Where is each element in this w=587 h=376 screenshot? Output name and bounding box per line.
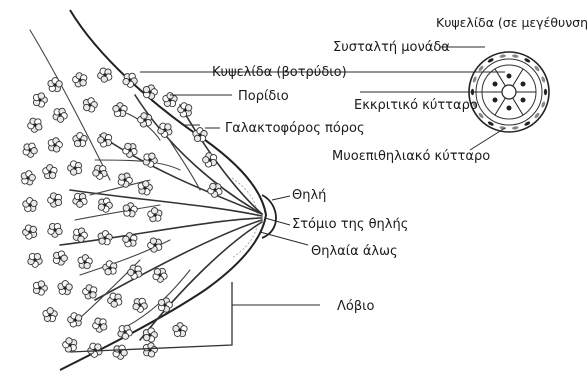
alveolus-cluster bbox=[143, 153, 157, 167]
alveolus-cluster bbox=[23, 198, 37, 212]
alveolus-cluster bbox=[48, 138, 62, 152]
alveolus-cluster bbox=[58, 281, 72, 295]
alveolus-cluster bbox=[133, 298, 147, 312]
alveolus-cluster bbox=[123, 143, 137, 157]
alveolus-cluster bbox=[123, 203, 137, 217]
label-nipple: Θηλή bbox=[292, 188, 326, 203]
alveolus-cluster bbox=[63, 338, 77, 352]
alveolus-cluster bbox=[173, 323, 187, 337]
alveolus-cluster bbox=[203, 153, 217, 167]
alveolus-cluster bbox=[118, 325, 132, 339]
alveolus-cluster bbox=[48, 223, 62, 237]
alveolus-cluster bbox=[208, 183, 222, 197]
label-alveolus-magnified: Κυψελίδα (σε μεγέθυνση) bbox=[436, 15, 587, 30]
alveolus-cluster bbox=[103, 261, 117, 275]
alveolus-cluster bbox=[93, 318, 107, 332]
label-lobe: Λόβιο bbox=[337, 299, 375, 314]
alveolus-cluster bbox=[48, 78, 62, 92]
alveolus-cluster bbox=[153, 268, 167, 282]
alveoli-clusters bbox=[21, 68, 222, 359]
alveolus-cluster bbox=[33, 281, 47, 295]
alveolus-cluster bbox=[98, 198, 112, 212]
label-secretory-cell: Εκκριτικό κύτταρο bbox=[354, 98, 478, 113]
alveolus-cluster bbox=[138, 113, 152, 127]
label-ductule: Πορίδιο bbox=[238, 89, 289, 104]
label-contractile-unit: Συσταλτή μονάδα bbox=[333, 40, 450, 55]
label-myoepithelial-cell: Μυοεπιθηλιακό κύτταρο bbox=[332, 149, 490, 164]
alveolus-cluster bbox=[33, 93, 47, 107]
alveolus-cluster bbox=[98, 231, 112, 245]
label-areola: Θηλαία άλως bbox=[311, 244, 398, 259]
alveolus-cluster bbox=[143, 343, 157, 357]
alveolus-cluster bbox=[78, 255, 92, 269]
alveolus-cluster bbox=[113, 103, 127, 117]
alveolus-cluster bbox=[68, 161, 82, 175]
alveolus-cluster bbox=[28, 118, 42, 132]
alveolus-cluster bbox=[108, 293, 122, 307]
label-alveolus-grape: Κυψελίδα (βοτρύδιο) bbox=[212, 65, 347, 80]
alveolus-cluster bbox=[53, 251, 67, 265]
alveolus-cluster bbox=[138, 181, 152, 195]
alveolus-cluster bbox=[83, 98, 97, 112]
alveolus-cluster bbox=[158, 123, 172, 137]
alveolus-cluster bbox=[98, 68, 112, 82]
alveolus-cluster bbox=[21, 171, 35, 185]
alveolus-cluster bbox=[48, 193, 62, 207]
alveolus-cluster bbox=[143, 328, 157, 342]
alveolus-cluster bbox=[73, 133, 87, 147]
alveolus-cluster bbox=[123, 233, 137, 247]
label-nipple-opening: Στόμιο της θηλής bbox=[292, 217, 408, 232]
alveolus-cluster bbox=[43, 308, 57, 322]
alveolus-cluster bbox=[73, 193, 87, 207]
alveolus-cluster bbox=[128, 265, 142, 279]
alveolus-cluster bbox=[113, 345, 127, 359]
label-lactiferous-duct: Γαλακτοφόρος πόρος bbox=[225, 121, 365, 136]
alveolus-cluster bbox=[158, 298, 172, 312]
alveolus-cluster bbox=[148, 238, 162, 252]
alveolus-cluster bbox=[53, 108, 67, 122]
alveolus-cluster bbox=[93, 165, 107, 179]
alveolus-cluster bbox=[148, 208, 162, 222]
alveolus-cluster bbox=[83, 285, 97, 299]
alveolus-cluster bbox=[43, 165, 57, 179]
alveolus-cluster bbox=[143, 85, 157, 99]
alveolus-cluster bbox=[28, 253, 42, 267]
alveolus-cluster bbox=[73, 73, 87, 87]
alveolus-cluster bbox=[23, 143, 37, 157]
alveolus-cluster bbox=[68, 313, 82, 327]
alveolus-cluster bbox=[23, 225, 37, 239]
alveolus-cluster bbox=[73, 228, 87, 242]
